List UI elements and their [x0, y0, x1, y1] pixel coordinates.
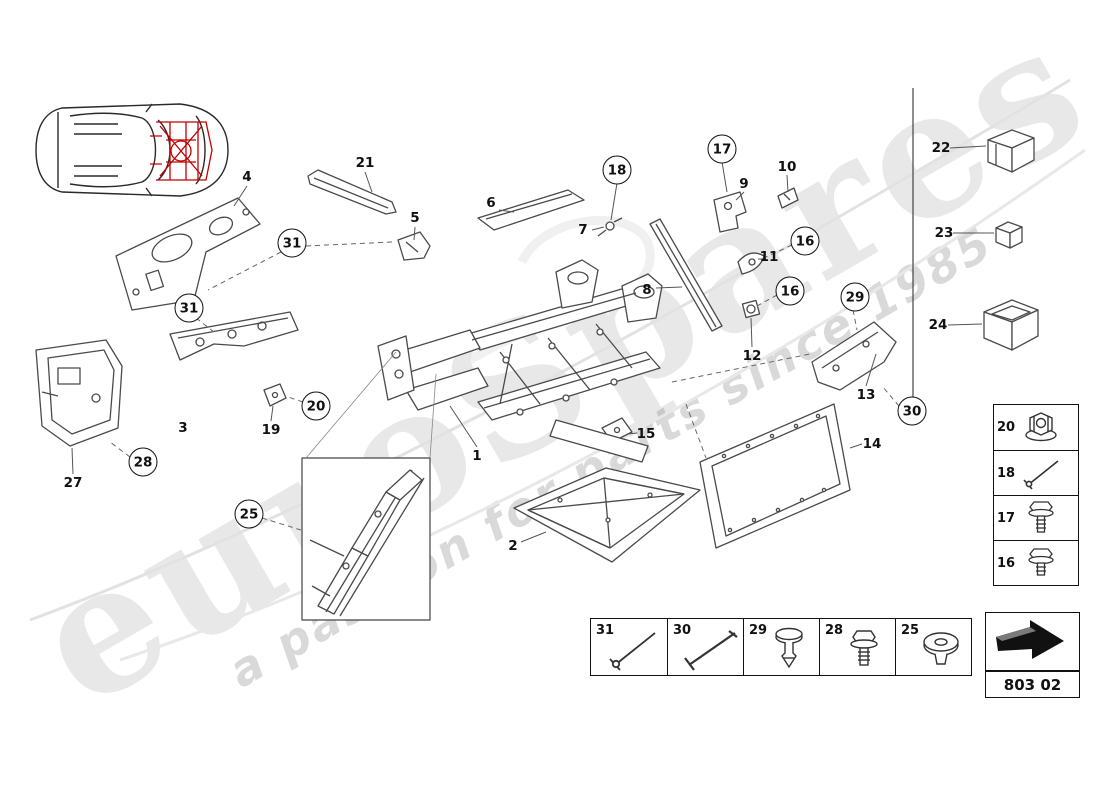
- hardware-item-18[interactable]: 18: [994, 450, 1078, 495]
- fastener-legend: 31 30 29: [590, 618, 972, 676]
- part-11-bracket: [737, 252, 765, 275]
- part-1-front-frame: [377, 259, 663, 463]
- fastener-item-29-label: 29: [749, 623, 768, 638]
- hardware-item-20[interactable]: 20: [994, 405, 1078, 450]
- callout-5[interactable]: 5: [410, 210, 420, 226]
- callout-7[interactable]: 7: [578, 222, 588, 238]
- hex-bolt-icon: [1028, 501, 1054, 533]
- callout-31-a[interactable]: 31: [277, 228, 307, 258]
- callout-8[interactable]: 8: [642, 282, 652, 298]
- part-2-underbody-cover: [513, 467, 701, 563]
- callout-2[interactable]: 2: [508, 538, 518, 554]
- flange-nut-icon: [1025, 411, 1057, 441]
- callout-21[interactable]: 21: [355, 155, 375, 171]
- part-21-reinforcement-strip: [307, 169, 397, 215]
- hardware-item-16[interactable]: 16: [994, 540, 1078, 585]
- part-6-cover-panel: [477, 189, 585, 231]
- part-27-wheel-housing: [35, 339, 123, 447]
- callout-16-a[interactable]: 16: [790, 226, 820, 256]
- callout-9[interactable]: 9: [739, 176, 749, 192]
- fastener-item-28[interactable]: 28: [819, 619, 895, 675]
- fastener-item-28-label: 28: [825, 623, 844, 638]
- hardware-item-18-label: 18: [997, 465, 1016, 481]
- callout-29[interactable]: 29: [840, 282, 870, 312]
- part-5-bracket: [397, 231, 431, 261]
- callout-14[interactable]: 14: [862, 436, 882, 452]
- hex-bolt-icon: [1028, 548, 1054, 576]
- callout-19[interactable]: 19: [261, 422, 281, 438]
- fastener-item-30[interactable]: 30: [667, 619, 743, 675]
- leader-lines-dashed: [109, 241, 900, 531]
- callout-3[interactable]: 3: [178, 420, 188, 436]
- callout-24[interactable]: 24: [928, 317, 948, 333]
- callout-17[interactable]: 17: [707, 134, 737, 164]
- callout-15[interactable]: 15: [636, 426, 656, 442]
- part-7-clip: [597, 217, 623, 237]
- callout-13[interactable]: 13: [856, 387, 876, 403]
- callout-6[interactable]: 6: [486, 195, 496, 211]
- callout-25[interactable]: 25: [234, 499, 264, 529]
- callout-22[interactable]: 22: [931, 140, 951, 156]
- part-13-side-member: [811, 321, 897, 391]
- callout-10[interactable]: 10: [777, 159, 797, 175]
- hardware-item-20-label: 20: [997, 420, 1016, 435]
- callout-23[interactable]: 23: [934, 225, 954, 241]
- fastener-item-25[interactable]: 25: [895, 619, 971, 675]
- part-4-front-panel: [115, 197, 261, 311]
- callout-20[interactable]: 20: [301, 391, 331, 421]
- callout-30[interactable]: 30: [897, 396, 927, 426]
- hardware-sidebar: 20 18 17: [993, 404, 1079, 586]
- hardware-item-16-label: 16: [997, 555, 1016, 571]
- leader-lines: [71, 145, 994, 543]
- callout-1[interactable]: 1: [472, 448, 482, 464]
- callout-12[interactable]: 12: [742, 348, 762, 364]
- detail-inset: [301, 351, 437, 621]
- hardware-item-17[interactable]: 17: [994, 495, 1078, 540]
- blind-rivet-icon: [609, 632, 656, 671]
- blind-rivet-icon: [1023, 460, 1059, 490]
- flange-bolt-icon: [850, 630, 878, 666]
- frame-location-highlight: [150, 121, 213, 181]
- fastener-item-31[interactable]: 31: [591, 619, 667, 675]
- part-23-spacer: [995, 221, 1023, 249]
- car-overview-icon: [35, 103, 229, 197]
- callout-28[interactable]: 28: [128, 447, 158, 477]
- callout-31-b[interactable]: 31: [174, 293, 204, 323]
- part-12-mount: [741, 299, 761, 319]
- grommet-icon: [923, 632, 959, 665]
- diagram-code-box: 803 02: [985, 671, 1080, 698]
- diagram-code: 803 02: [1003, 675, 1062, 694]
- part-8-strut: [649, 218, 723, 332]
- part-9-bracket: [713, 191, 747, 233]
- fastener-item-30-label: 30: [673, 623, 692, 638]
- watermark-swoosh: [29, 78, 1086, 662]
- callout-11[interactable]: 11: [759, 249, 779, 265]
- callout-18[interactable]: 18: [602, 155, 632, 185]
- fastener-item-29[interactable]: 29: [743, 619, 819, 675]
- callout-4[interactable]: 4: [242, 169, 252, 185]
- callout-27[interactable]: 27: [63, 475, 83, 491]
- part-3-side-member-inner: [169, 311, 299, 361]
- part-19-bracket: [263, 383, 287, 407]
- part-14-side-panel: [699, 403, 851, 549]
- part-22-mount: [987, 129, 1035, 173]
- direction-indicator: [985, 612, 1080, 671]
- callout-16-b[interactable]: 16: [775, 276, 805, 306]
- expansion-rivet-icon: [684, 630, 738, 671]
- part-10-bracket: [777, 187, 799, 209]
- hardware-item-17-label: 17: [997, 510, 1016, 526]
- direction-arrow-icon: [996, 620, 1064, 659]
- fastener-item-25-label: 25: [901, 623, 920, 638]
- push-rivet-icon: [775, 627, 803, 669]
- fastener-item-31-label: 31: [596, 623, 615, 638]
- part-24-housing: [983, 299, 1039, 351]
